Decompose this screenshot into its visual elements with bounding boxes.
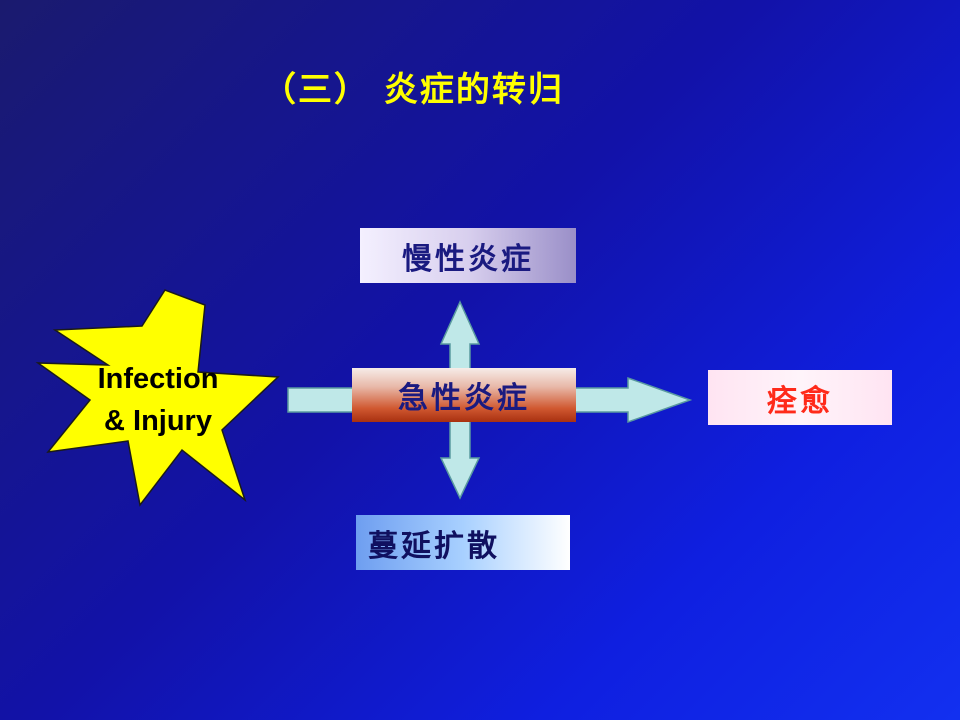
node-acute-inflammation: 急性炎症 [352, 368, 576, 422]
source-line-2: & Injury [104, 405, 212, 437]
node-chronic-inflammation: 慢性炎症 [360, 228, 576, 283]
node-healing: 痊愈 [708, 370, 892, 425]
infection-injury-star [35, 289, 280, 507]
source-label: Infection & Injury [68, 358, 248, 442]
source-line-1: Infection [97, 363, 219, 395]
node-spread: 蔓延扩散 [356, 515, 570, 570]
slide-title: （三） 炎症的转归 [262, 70, 564, 110]
